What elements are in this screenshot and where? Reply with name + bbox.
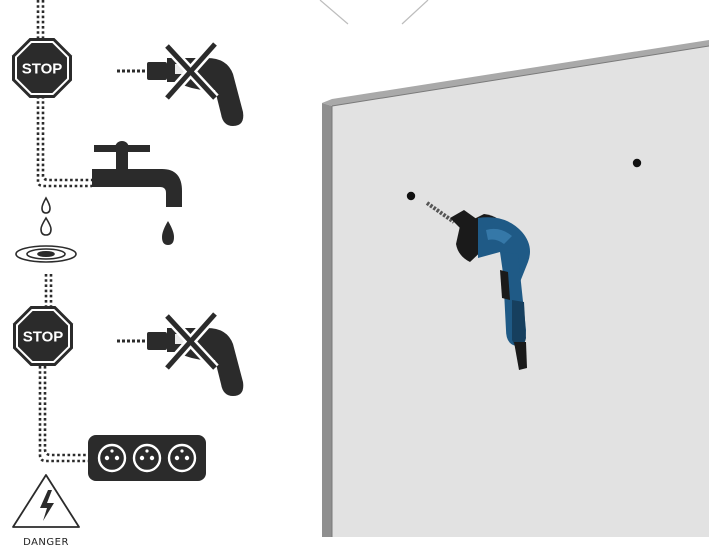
stop-sign-label: STOP	[23, 329, 64, 346]
water-tap-icon	[92, 141, 182, 245]
stop-sign-icon: STOP	[13, 306, 73, 366]
danger-label: DANGER	[23, 537, 69, 548]
drill-mark-icon	[407, 192, 415, 200]
no-drill-icon	[117, 44, 243, 126]
water-drop-icon	[41, 198, 51, 235]
power-socket-icon	[88, 435, 206, 481]
drill-mark-icon	[633, 159, 641, 167]
water-ripple-icon	[16, 246, 76, 262]
stop-sign-label: STOP	[22, 61, 63, 78]
no-drill-icon	[117, 314, 243, 396]
high-voltage-icon	[13, 475, 79, 527]
stop-sign-icon: STOP	[12, 38, 72, 98]
top-divider-lines	[320, 0, 428, 24]
